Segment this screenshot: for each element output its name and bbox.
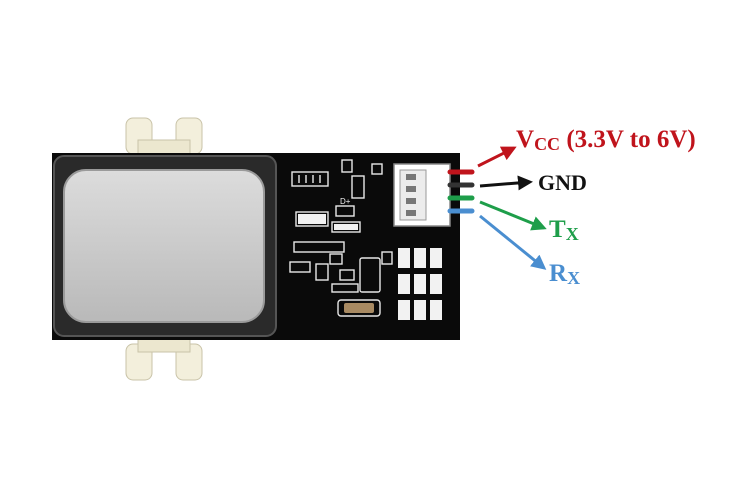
fingerprint-sensor-pad [63, 169, 265, 323]
vcc-pin-label: VCC (3.3V to 6V) [516, 126, 696, 155]
rx-subscript: X [567, 268, 581, 289]
diode-marker: D+ [340, 197, 351, 206]
rx-arrow [479, 214, 547, 270]
capacitor-chip [298, 214, 326, 224]
crystal-component [344, 303, 374, 313]
tx-pin-label: TX [549, 216, 579, 245]
gnd-arrow [479, 175, 533, 191]
gnd-symbol: GND [538, 170, 587, 195]
vcc-subscript: CC [534, 134, 561, 155]
mount-clip-top [125, 117, 203, 157]
mount-clip-bottom [125, 335, 203, 381]
vcc-arrow [477, 146, 517, 168]
tx-symbol: T [549, 216, 566, 243]
pcb-components [289, 159, 393, 317]
wire-stubs [447, 169, 475, 214]
rx-symbol: R [549, 260, 568, 287]
jst-connector [393, 163, 451, 227]
tx-subscript: X [565, 224, 579, 245]
vcc-symbol: V [516, 126, 535, 153]
solder-pads [398, 248, 442, 320]
gnd-pin-label: GND [538, 172, 587, 194]
resistor-chip [334, 224, 358, 230]
tx-arrow [479, 200, 547, 231]
rx-pin-label: RX [549, 260, 581, 289]
vcc-voltage-range: (3.3V to 6V) [560, 126, 696, 153]
